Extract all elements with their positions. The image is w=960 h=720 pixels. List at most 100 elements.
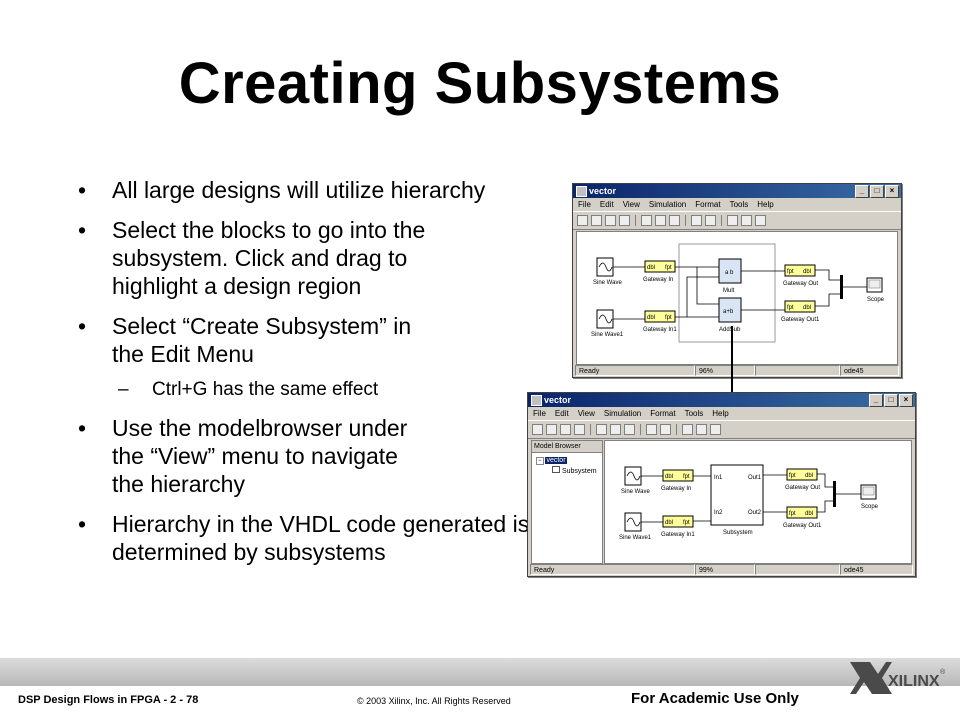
save-icon[interactable] xyxy=(605,215,616,226)
gateway-in-block xyxy=(662,469,694,482)
window-title-bar: vector _□× xyxy=(573,184,901,198)
bullet-dot: • xyxy=(78,511,87,537)
menu-file[interactable]: File xyxy=(578,200,591,209)
bullet-dot: • xyxy=(78,177,87,203)
registered-mark: ® xyxy=(940,668,946,676)
label-gateway-out: Gateway Out xyxy=(785,485,820,491)
paste-icon[interactable] xyxy=(624,424,635,435)
gateway-out-dbl: dbl xyxy=(805,473,813,479)
status-bar: Ready 99% ode45 xyxy=(530,564,913,575)
menu-format[interactable]: Format xyxy=(695,200,721,209)
signal-wires xyxy=(641,473,861,523)
redo-icon[interactable] xyxy=(705,215,716,226)
open-icon[interactable] xyxy=(546,424,557,435)
menu-tools[interactable]: Tools xyxy=(684,409,704,418)
bullet-item: •Use the modelbrowser under the “View” m… xyxy=(78,414,432,498)
gateway-out-block xyxy=(786,468,818,481)
bullet-item: •Select “Create Subsystem” in the Edit M… xyxy=(78,312,442,368)
label-gateway-in: Gateway In xyxy=(661,486,691,492)
collapse-icon[interactable]: − xyxy=(536,457,544,465)
window-icon xyxy=(531,395,542,406)
gateway-out1-fpt: fpt xyxy=(787,305,794,311)
status-zoom: 99% xyxy=(695,564,755,575)
paste-icon[interactable] xyxy=(669,215,680,226)
menu-help[interactable]: Help xyxy=(757,200,774,209)
sine-wave-block[interactable] xyxy=(596,257,614,277)
status-empty xyxy=(755,564,840,575)
stop-icon[interactable] xyxy=(755,215,766,226)
menu-view[interactable]: View xyxy=(622,200,640,209)
menu-format[interactable]: Format xyxy=(650,409,676,418)
bullet-item: •Hierarchy in the VHDL code generated is… xyxy=(78,510,582,566)
simulink-window-1: vector _□× File Edit View Simulation For… xyxy=(572,183,902,378)
close-icon[interactable]: × xyxy=(899,394,913,407)
subsystem-out2: Out2 xyxy=(748,510,762,516)
print-icon[interactable] xyxy=(619,215,630,226)
model-canvas[interactable]: Sine Wave Sine Wave1 dbl fpt Gateway In … xyxy=(604,440,912,564)
subsystem-in1: In1 xyxy=(714,475,723,481)
maximize-icon[interactable]: □ xyxy=(870,185,884,198)
maximize-icon[interactable]: □ xyxy=(884,394,898,407)
undo-icon[interactable] xyxy=(646,424,657,435)
menu-tools[interactable]: Tools xyxy=(729,200,749,209)
menu-simulation[interactable]: Simulation xyxy=(648,200,687,209)
undo-icon[interactable] xyxy=(691,215,702,226)
subsystem-in2: In2 xyxy=(714,510,723,516)
play-icon[interactable] xyxy=(741,215,752,226)
menu-help[interactable]: Help xyxy=(712,409,729,418)
tree-item-label: Subsystem xyxy=(561,468,597,475)
menu-view[interactable]: View xyxy=(577,409,595,418)
tree-item-subsystem[interactable]: Subsystem xyxy=(536,466,602,477)
gateway-in-dbl: dbl xyxy=(665,474,673,480)
print-icon[interactable] xyxy=(574,424,585,435)
close-icon[interactable]: × xyxy=(885,185,899,198)
copy-icon[interactable] xyxy=(610,424,621,435)
label-sine-wave: Sine Wave xyxy=(593,280,622,286)
gateway-out-block xyxy=(784,264,816,277)
library-icon[interactable] xyxy=(682,424,693,435)
bullet-list: •All large designs will utilize hierarch… xyxy=(78,176,548,578)
redo-icon[interactable] xyxy=(660,424,671,435)
minimize-icon[interactable]: _ xyxy=(869,394,883,407)
cut-icon[interactable] xyxy=(641,215,652,226)
menu-edit[interactable]: Edit xyxy=(599,200,614,209)
copy-icon[interactable] xyxy=(655,215,666,226)
slide-title: Creating Subsystems xyxy=(178,51,782,116)
menu-simulation[interactable]: Simulation xyxy=(603,409,642,418)
stop-icon[interactable] xyxy=(710,424,721,435)
gateway-out1-dbl: dbl xyxy=(803,305,811,311)
gateway-out-1-block xyxy=(786,506,818,519)
menu-file[interactable]: File xyxy=(533,409,546,418)
bullet-text: Use the modelbrowser under the “View” me… xyxy=(112,415,408,497)
bullet-item: •All large designs will utilize hierarch… xyxy=(78,176,548,204)
label-gateway-out-1: Gateway Out1 xyxy=(781,317,820,323)
label-gateway-in-1: Gateway In1 xyxy=(643,327,677,333)
minimize-icon[interactable]: _ xyxy=(855,185,869,198)
footer-academic-notice: For Academic Use Only xyxy=(631,690,799,707)
new-icon[interactable] xyxy=(577,215,588,226)
menu-edit[interactable]: Edit xyxy=(554,409,569,418)
bullet-text: Select the blocks to go into the subsyst… xyxy=(112,217,426,299)
new-icon[interactable] xyxy=(532,424,543,435)
bullet-text: Select “Create Subsystem” in the Edit Me… xyxy=(112,313,412,367)
bullet-dot: • xyxy=(78,217,87,243)
save-icon[interactable] xyxy=(560,424,571,435)
mux-block xyxy=(833,481,836,507)
status-solver: ode45 xyxy=(840,365,899,376)
play-icon[interactable] xyxy=(696,424,707,435)
tree-item-vector[interactable]: − vector xyxy=(536,456,602,466)
toolbar xyxy=(528,420,915,439)
cut-icon[interactable] xyxy=(596,424,607,435)
sine-wave-1-block[interactable] xyxy=(596,309,614,329)
gateway-out-dbl: dbl xyxy=(803,269,811,275)
sine-wave-1-block[interactable] xyxy=(624,512,642,532)
library-icon[interactable] xyxy=(727,215,738,226)
model-canvas[interactable]: Sine Wave Sine Wave1 dbl fpt Gateway In … xyxy=(576,231,898,365)
open-icon[interactable] xyxy=(591,215,602,226)
label-gateway-out-1: Gateway Out1 xyxy=(783,523,822,529)
sine-wave-block[interactable] xyxy=(624,466,642,486)
sub-bullet-item: –Ctrl+G has the same effect xyxy=(78,378,548,402)
subsystem-out1: Out1 xyxy=(748,475,762,481)
simulink-window-2: vector _□× File Edit View Simulation For… xyxy=(527,392,916,577)
bullet-item: • Select the blocks to go into the subsys… xyxy=(78,216,452,300)
